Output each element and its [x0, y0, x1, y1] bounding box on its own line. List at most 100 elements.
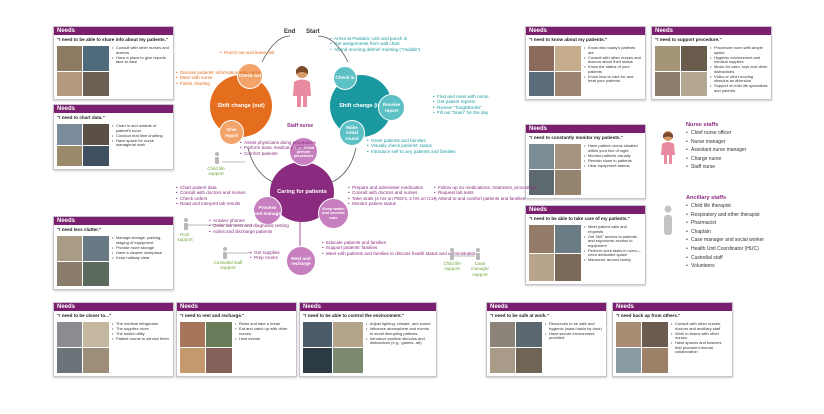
staff-nurse-figure [290, 64, 314, 108]
card-header: Needs [526, 206, 645, 214]
shift-in-label: Shift change (in) [339, 102, 383, 109]
list-item: Meet with nurse [176, 75, 261, 81]
card-photos [529, 225, 581, 281]
list-item: Perform work tasks in room—need dedicate… [584, 248, 642, 258]
list-item: Consult with doctors and nurses [176, 190, 245, 196]
list-item: Resources to be safe and hygienic (wash … [545, 321, 603, 331]
list-item: Hear equipment alarms [584, 163, 642, 169]
card-photos [57, 124, 109, 166]
receive-report-label: Receive report [382, 102, 401, 113]
custodial-support-label: Custodial staff support [213, 260, 243, 271]
card-header: Needs [526, 125, 645, 133]
list-item: Admit and discharge patients [209, 229, 289, 235]
legend-item: Child life therapist [686, 202, 764, 211]
card-header: Needs [487, 303, 606, 311]
nurse-staff-legend: Nurse staffs Chief nurse officer Nurse m… [686, 121, 746, 172]
list-item: Follow up on medications, treatment, pro… [434, 185, 537, 191]
card-photos [529, 144, 581, 195]
person-icon [476, 248, 480, 260]
legend-item: Staff nurse [686, 163, 746, 172]
list-item: Request lab tests [434, 190, 537, 196]
give-report-label: Give report [224, 127, 239, 138]
receive-report-circle: Receive report [378, 94, 405, 121]
list-item: Finish charting [176, 81, 261, 87]
ancillary-staff-icon [664, 205, 672, 235]
need-card-back-up: Needs "I need back up from others." Cons… [612, 302, 733, 377]
staff-nurse-label: Staff nurse [287, 123, 314, 129]
card-header: Needs [300, 303, 436, 311]
list-item: Procedure room with ample space [710, 45, 768, 55]
card-photos [616, 322, 668, 373]
card-photos [180, 322, 232, 373]
list-item: Maneuver around family [584, 258, 642, 263]
list-item: The supplies room [112, 326, 170, 332]
card-quote: "I need to rest and recharge." [180, 313, 245, 318]
list-item: Introduce positive stimulus and distract… [366, 336, 433, 346]
list-item: Know the status of your patients [584, 64, 642, 74]
list-item: Arrive at Pediatric Unit and punch in [330, 36, 420, 42]
card-quote: "I need to constantly monitor my patient… [529, 135, 623, 140]
keep-watch-circle: Keep watch and provide care [318, 198, 349, 229]
make-round-circle: Make initial round [339, 120, 365, 146]
list-item: Work in teams with other nurses [671, 331, 729, 341]
card-quote: "I need to be safe at work." [490, 313, 549, 318]
card-list: Adjust lighting, climate, and soundInflu… [366, 321, 433, 373]
rest-label: Rest and recharge [291, 255, 311, 266]
person-icon [215, 152, 219, 164]
card-list: Resources to be safe and hygienic (wash … [545, 321, 603, 373]
list-item: Consult with doctors and nurses [348, 190, 423, 196]
legend-item: Chaplain [686, 228, 764, 237]
card-list: The medical refrigeratorThe supplies roo… [112, 321, 170, 373]
list-item: Have spaces and features that promote in… [671, 340, 729, 355]
child-life-support-label: Child life support [207, 166, 225, 177]
educate-list: Educate patients and familiesSupport pat… [322, 240, 477, 257]
list-item: Comfort patients [240, 151, 316, 157]
keep-watch-label: Keep watch and provide care [322, 205, 345, 220]
person-icon [450, 248, 454, 260]
legend-item: Health Unit Coordinator (HUC) [686, 245, 764, 254]
legend-item: Case manager and social worker [686, 236, 764, 245]
list-item: Take vitals (4 hrs on PED's, 2 hrs on IC… [348, 196, 437, 202]
list-item: Get patient reports [433, 99, 489, 105]
list-item: Attend to and comfort patients and famil… [434, 196, 537, 202]
make-round-label: Make initial round [345, 125, 359, 141]
legend-item: Assistant nurse manager [686, 146, 746, 155]
list-item: Host events [235, 336, 293, 342]
list-item: Manage storage, parking, staging of equi… [112, 235, 170, 245]
legend-item: Pharmacist [686, 219, 764, 228]
legend-item: Nurse manager [686, 138, 746, 147]
card-list: Relax and take a breakEat and catch up w… [235, 321, 293, 373]
card-header: Needs [613, 303, 732, 311]
card-list: Consult with other nurses, doctors and a… [671, 321, 729, 373]
list-item: Know how to care for and treat your pati… [584, 74, 642, 84]
card-quote: "I need to know about my patients." [529, 37, 608, 42]
ancillary-staff-title: Ancillary staffs [686, 195, 727, 201]
follow-up-list: Follow up on medications, treatment, pro… [434, 185, 537, 202]
need-card-monitor-patients: Needs "I need to constantly monitor my p… [525, 124, 646, 199]
list-item: Punch out and leave unit [220, 50, 275, 56]
need-card-control-environment: Needs "I need to be able to control the … [299, 302, 437, 377]
card-quote: "I need to be able to control the enviro… [303, 313, 405, 318]
card-quote: "I need to be able to share info about m… [57, 37, 169, 42]
nurse-icon [293, 66, 311, 107]
list-item: Perform basic medical exams [240, 145, 316, 151]
person-icon [223, 247, 227, 259]
list-item: Answer phones [209, 218, 289, 224]
card-photos [57, 46, 109, 96]
end-label: End [284, 29, 296, 35]
list-item: Attend morning debrief meeting ("Huddle"… [330, 47, 420, 53]
list-item: Support patients' families [322, 245, 477, 251]
list-item: Chart patient data [176, 185, 245, 191]
prepare-list: Prepare and administer medicationConsult… [348, 185, 437, 207]
card-quote: "I need to be able to take care of my pa… [529, 216, 630, 221]
legend-item: Chief nurse officer [686, 129, 746, 138]
person-icon [184, 218, 188, 230]
process-label: Process and manage [254, 205, 281, 216]
list-item: Conduct real time charting [112, 133, 170, 139]
check-in-label: Check in [335, 75, 355, 81]
list-item: Hygienic environment and medical supplie… [710, 55, 768, 65]
list-item: Know who today's patients are [584, 45, 642, 55]
list-item: Adjust lighting, climate, and sound [366, 321, 433, 327]
card-header: Needs [54, 217, 173, 225]
list-item: Fill out "brain" for the day [433, 110, 489, 116]
